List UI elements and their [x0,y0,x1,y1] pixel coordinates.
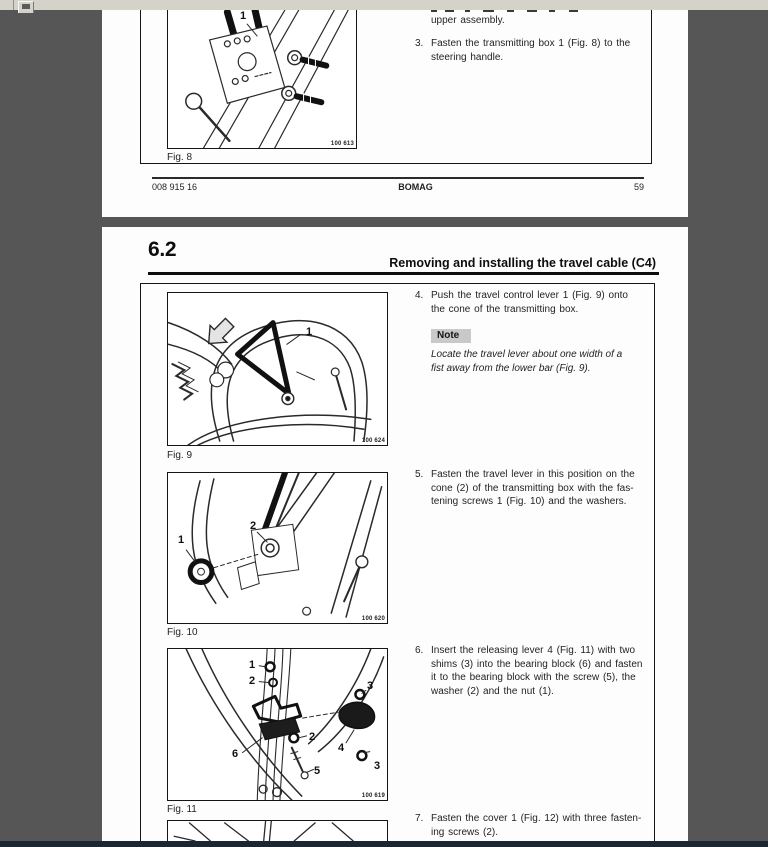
figure-11-callout: 4 [338,742,345,754]
figure-11-photo-ref: 100 619 [361,793,385,799]
step-text: Insert the releasing lever 4 (Fig. 11) w… [431,644,642,698]
figure-8-drawing [168,10,356,148]
figure-8-callout: 1 [240,10,247,22]
bottom-window-bar [0,841,768,847]
step-line: tening screws 1 (Fig. 10) and the washer… [431,496,627,507]
toolbar-strip [0,0,768,13]
figure-8-caption: Fig. 8 [167,152,193,163]
page-footer: 008 915 16 BOMAG 59 [152,182,644,192]
step-line: Insert the releasing lever 4 (Fig. 11) w… [431,645,636,656]
figure-9-caption: Fig. 9 [167,450,193,461]
step-text: Fasten the transmitting box 1 (Fig. 8) t… [431,37,630,64]
step-line: cone (2) of the transmitting box with th… [431,482,634,494]
paragraph-continuation: upper assembly. [431,15,505,26]
step-line: steering handle. [431,51,504,63]
page2-content-border [140,283,655,841]
figure-10-callout: 1 [178,534,185,546]
note-badge: Note [431,329,472,343]
step-line: Fasten the transmitting box 1 (Fig. 8) t… [431,38,631,49]
footer-doc-number: 008 915 16 [152,182,198,192]
figure-9-drawing [168,293,387,445]
step-line: Push the travel control lever 1 (Fig. 9)… [431,290,628,301]
footer-page-number: 59 [633,182,644,192]
footer-brand: BOMAG [398,182,433,192]
instruction-step-5: 5. Fasten the travel lever in this posit… [415,468,655,509]
figure-8-photo-ref: 100 613 [330,141,354,147]
toolbar-button[interactable] [18,1,34,13]
step-line: Fasten the travel lever in this position… [431,469,635,480]
figure-11-drawing [168,649,387,800]
figure-11-callout: 2 [249,675,256,687]
figure-10-drawing [168,473,387,623]
toolbar-button-icon [22,4,30,9]
step-number: 7. [415,813,424,824]
step-line: the cone of the transmitting box. [431,303,579,315]
step-number: 6. [415,645,424,656]
document-page-59: 1 100 613 Fig. 8 upper assembly. 3. Fast… [102,10,688,217]
figure-11-callout: 2 [309,731,316,743]
section-number: 6.2 [148,238,177,261]
figure-10-callout: 2 [250,520,257,532]
step-number: 3. [415,38,424,49]
page1-content-border [140,10,652,164]
figure-10-photo-ref: 100 620 [361,616,385,622]
figure-11-callout: 3 [367,680,374,692]
section-title: Removing and installing the travel cable… [389,256,656,270]
step-line: washer (2) and the nut (1). [431,685,554,697]
figure-9-box: 1 100 624 [167,292,388,446]
instruction-step-7: 7. Fasten the cover 1 (Fig. 12) with thr… [415,812,655,839]
figure-11-box: 1 2 6 2 5 3 4 3 100 619 [167,648,388,801]
figure-11-callout: 1 [249,659,256,671]
document-page-60: 6.2 Removing and installing the travel c… [102,227,688,841]
instruction-step-4: 4. Push the travel control lever 1 (Fig.… [415,289,655,316]
step-number: 4. [415,290,424,301]
figure-12-partial-box [167,820,388,841]
toolbar-separator [13,0,14,10]
section-heading-rule [148,272,659,275]
step-line: shims (3) into the bearing block (6) and… [431,658,643,670]
figure-11-callout: 3 [374,760,381,772]
instruction-step-3: 3. Fasten the transmitting box 1 (Fig. 8… [415,37,655,64]
step-line: ing screws (2). [431,826,499,838]
note-line: fist away from the lower bar (Fig. 9). [431,362,591,374]
step-text: Push the travel control lever 1 (Fig. 9)… [431,289,628,316]
figure-11-callout: 6 [232,748,239,760]
step-line: Fasten the cover 1 (Fig. 12) with three … [431,813,642,824]
figure-8-box: 1 100 613 [167,10,357,149]
step-text: Fasten the travel lever in this position… [431,468,635,509]
instruction-step-6: 6. Insert the releasing lever 4 (Fig. 11… [415,644,655,698]
step-line: it to the bearing block with the screw (… [431,672,636,683]
step-number: 5. [415,469,424,480]
note-line: Locate the travel lever about one width … [431,349,623,360]
step-text: Fasten the cover 1 (Fig. 12) with three … [431,812,641,839]
footer-rule [152,177,644,179]
figure-11-callout: 5 [314,765,321,777]
figure-10-caption: Fig. 10 [167,627,198,638]
figure-10-box: 1 2 100 620 [167,472,388,624]
cut-text-fragments [431,10,631,12]
figure-11-caption: Fig. 11 [167,804,197,815]
figure-9-photo-ref: 100 624 [361,438,385,444]
figure-9-callout: 1 [306,326,313,338]
figure-12-partial-drawing [168,821,387,841]
note-text: Locate the travel lever about one width … [431,348,663,375]
